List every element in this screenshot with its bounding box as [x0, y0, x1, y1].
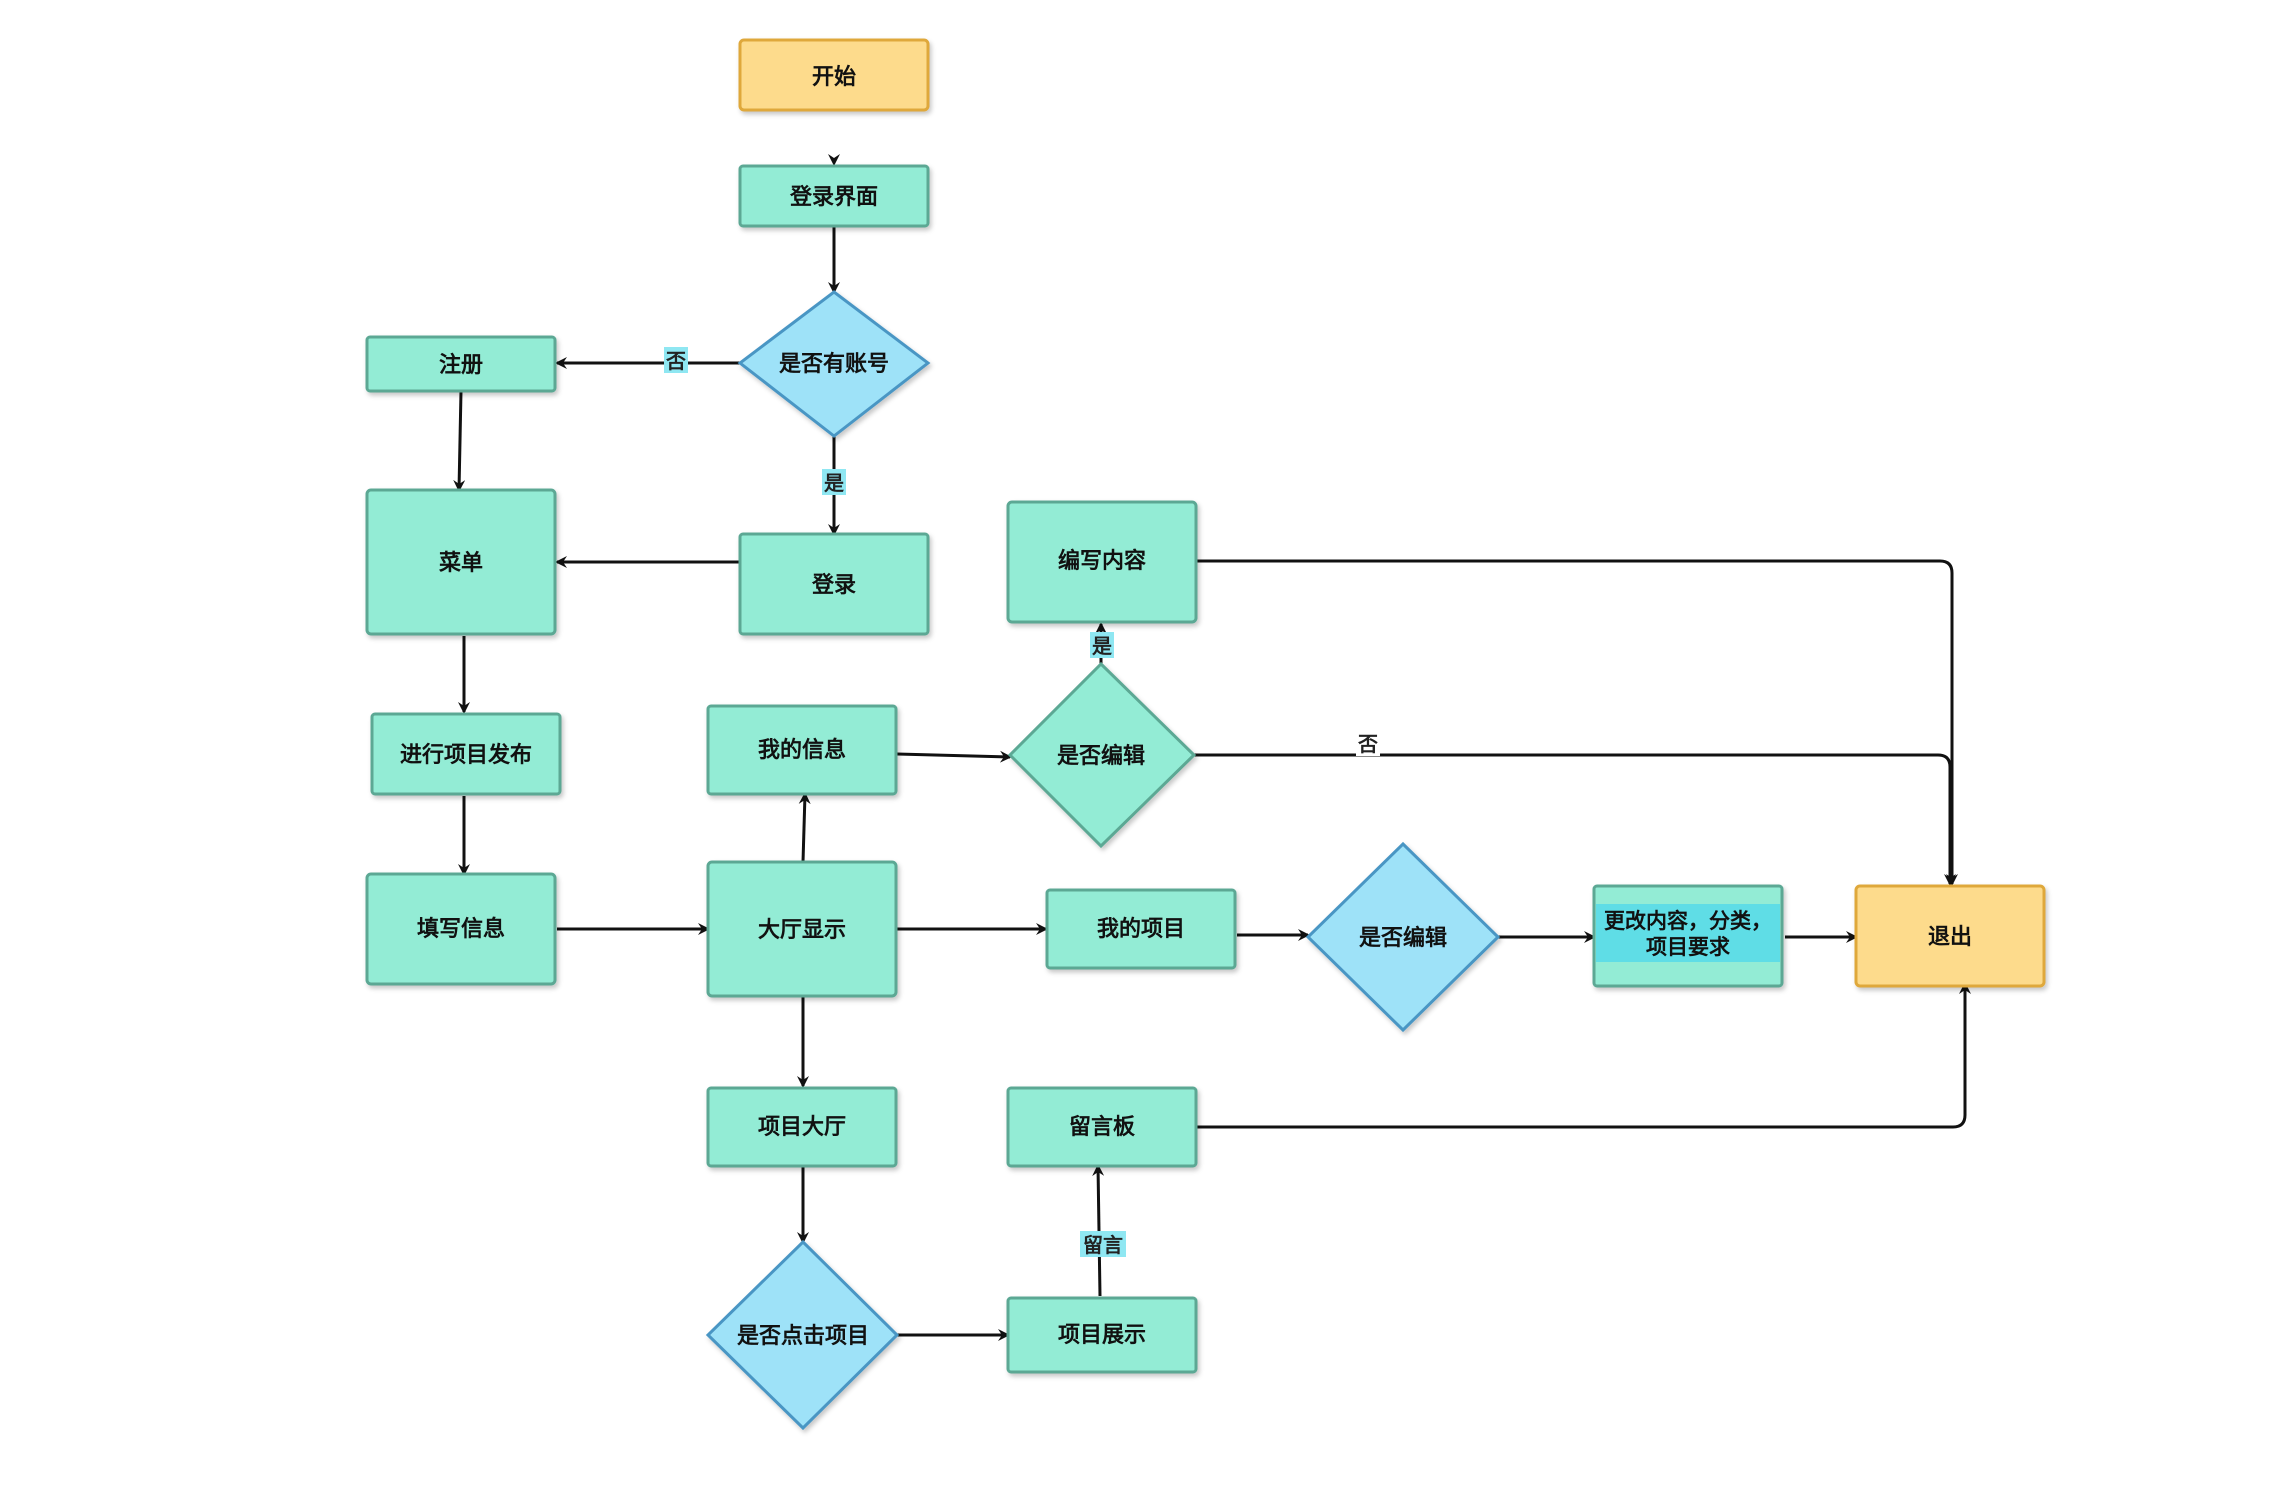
edge-register-to-menu — [453, 390, 466, 492]
publish-project-node: 进行项目发布 — [370, 712, 562, 796]
edge-labels: 否 是 是 否 留言 — [664, 347, 1380, 1257]
login-page-node: 登录界面 — [738, 164, 930, 228]
write-content-node: 编写内容 — [1006, 500, 1198, 624]
exit-label: 退出 — [1928, 925, 1972, 950]
has-account-label: 是否有账号 — [779, 351, 889, 377]
has-account-decision: 是否有账号 — [737, 290, 931, 438]
publish-project-label: 进行项目发布 — [400, 742, 532, 768]
project-hall-label: 项目大厅 — [758, 1115, 846, 1140]
my-projects-label: 我的项目 — [1097, 916, 1185, 942]
edge-edit-1-to-exit — [1194, 753, 1956, 886]
menu-label: 菜单 — [438, 551, 483, 576]
edge-label-yes-login: 是 — [823, 471, 844, 495]
register-label: 注册 — [439, 352, 483, 378]
project-display-node: 项目展示 — [1006, 1296, 1198, 1374]
login-label: 登录 — [811, 573, 856, 598]
edge-my-info-to-edit-1 — [896, 750, 1012, 763]
fill-info-label: 填写信息 — [417, 916, 505, 942]
edge-label-no-exit: 否 — [1357, 732, 1378, 756]
my-info-label: 我的信息 — [758, 737, 846, 763]
click-project-label: 是否点击项目 — [737, 1323, 869, 1349]
edit-decision-2-label: 是否编辑 — [1359, 925, 1447, 951]
edge-write-to-exit — [1197, 559, 1958, 886]
register-node: 注册 — [365, 335, 557, 393]
edge-hall-display-to-my-info — [798, 792, 811, 863]
exit-node: 退出 — [1854, 884, 2046, 988]
edge-label-yes-write: 是 — [1091, 634, 1112, 658]
edge-label-leave-message: 留言 — [1083, 1233, 1123, 1257]
edit-decision-1-label: 是否编辑 — [1057, 743, 1145, 769]
my-info-node: 我的信息 — [706, 704, 898, 796]
message-board-label: 留言板 — [1069, 1114, 1136, 1140]
project-display-label: 项目展示 — [1058, 1323, 1146, 1348]
change-content-label-line1: 更改内容，分类， — [1604, 909, 1772, 933]
project-hall-node: 项目大厅 — [706, 1086, 898, 1168]
start-node: 开始 — [738, 38, 930, 112]
start-label: 开始 — [812, 64, 856, 90]
edges — [453, 154, 1971, 1341]
edge-board-to-exit — [1197, 982, 1971, 1129]
hall-display-label: 大厅显示 — [758, 918, 846, 943]
change-content-node: 更改内容，分类， 项目要求 — [1592, 884, 1784, 988]
edit-decision-1: 是否编辑 — [1007, 661, 1197, 849]
click-project-decision: 是否点击项目 — [705, 1239, 900, 1431]
write-content-label: 编写内容 — [1058, 548, 1146, 574]
edge-label-no-register: 否 — [665, 349, 686, 373]
edit-decision-2: 是否编辑 — [1305, 841, 1501, 1033]
fill-info-node: 填写信息 — [365, 872, 557, 986]
change-content-label-line2: 项目要求 — [1646, 935, 1730, 959]
menu-node: 菜单 — [365, 488, 557, 636]
my-projects-node: 我的项目 — [1045, 888, 1237, 970]
login-page-label: 登录界面 — [789, 185, 878, 210]
message-board-node: 留言板 — [1006, 1086, 1198, 1168]
hall-display-node: 大厅显示 — [706, 860, 898, 998]
login-node: 登录 — [738, 532, 930, 636]
